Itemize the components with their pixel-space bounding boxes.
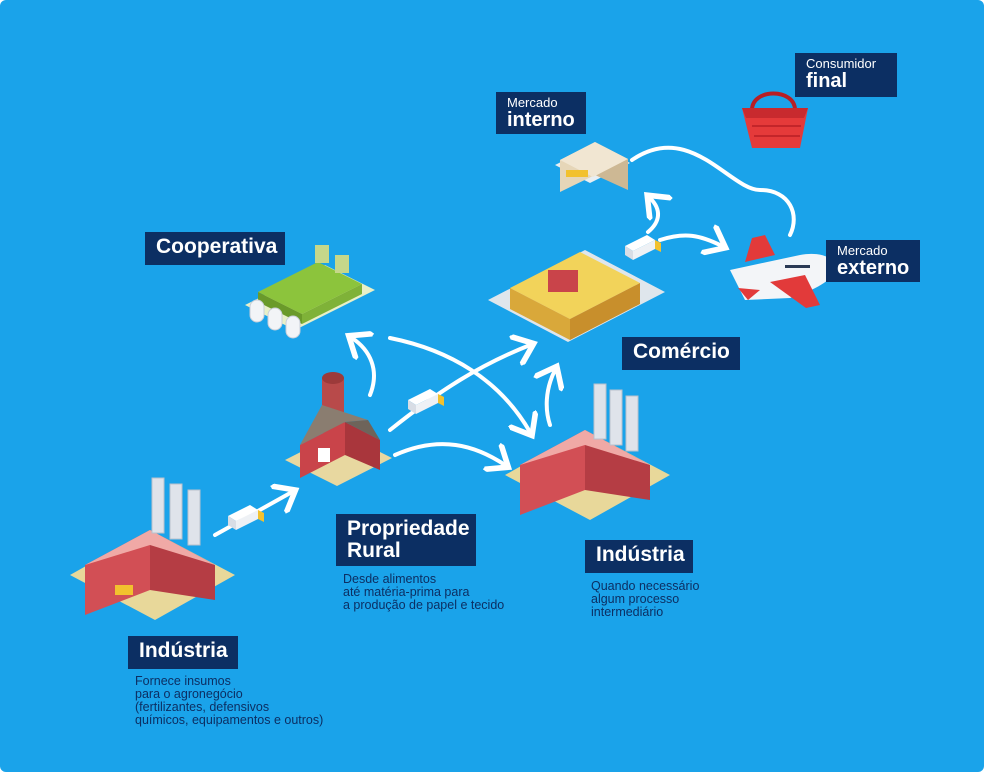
label-comercio-text: Comércio xyxy=(633,340,730,363)
label-consumidor-small: Consumidor xyxy=(806,56,877,71)
propriedade-rural-illustration xyxy=(285,372,392,486)
label-consumidor-big: final xyxy=(806,70,848,92)
shopping-basket-illustration xyxy=(742,91,808,148)
truck-1 xyxy=(228,505,264,530)
arrow-comercio-to-mercado-interno xyxy=(648,198,658,234)
label-propriedade-rural: Propriedade Rural xyxy=(336,514,476,566)
label-consumidor-final: Consumidor final xyxy=(795,53,897,97)
label-propriedade-line2: Rural xyxy=(347,539,401,562)
label-cooperativa-text: Cooperativa xyxy=(156,235,278,258)
arrow-propriedade-to-comercio xyxy=(388,345,530,432)
description-industria-center: Quando necessário algum processo interme… xyxy=(591,579,700,619)
airplane-illustration xyxy=(730,235,836,308)
truck-2 xyxy=(408,389,444,414)
label-industria-center-text: Indústria xyxy=(596,543,685,566)
description-propriedade: Desde alimentos até matéria-prima para a… xyxy=(343,572,505,612)
label-mercado-externo-big: externo xyxy=(837,257,910,279)
label-industria-left: Indústria xyxy=(128,636,238,669)
line-mercado-interno-to-consumidor xyxy=(630,145,796,237)
label-mercado-interno-big: interno xyxy=(507,109,575,131)
label-mercado-externo-small: Mercado xyxy=(837,243,888,258)
label-propriedade-line1: Propriedade xyxy=(347,517,470,540)
description-industria-left: Fornece insumos para o agronegócio (fert… xyxy=(135,674,324,727)
flow-arrows xyxy=(213,145,796,537)
label-industria-center: Indústria xyxy=(585,540,693,573)
arrow-cooperativa-to-industria xyxy=(388,336,530,432)
label-mercado-externo: Mercado externo xyxy=(826,240,920,282)
industria-left-illustration xyxy=(70,477,235,620)
label-comercio: Comércio xyxy=(622,337,740,370)
label-cooperativa: Cooperativa xyxy=(145,232,285,265)
industria-center-illustration xyxy=(505,383,670,520)
mercado-interno-illustration xyxy=(555,142,630,192)
arrow-comercio-to-mercado-externo xyxy=(658,235,722,246)
arrow-industria-to-comercio xyxy=(547,370,555,427)
comercio-illustration xyxy=(488,250,665,342)
arrow-propriedade-to-industria xyxy=(393,442,505,465)
label-mercado-interno: Mercado interno xyxy=(496,92,586,134)
label-mercado-interno-small: Mercado xyxy=(507,95,558,110)
label-industria-left-text: Indústria xyxy=(139,639,228,662)
cooperativa-illustration xyxy=(245,245,375,339)
arrow-propriedade-to-cooperativa xyxy=(352,338,376,397)
truck-3 xyxy=(625,235,661,260)
